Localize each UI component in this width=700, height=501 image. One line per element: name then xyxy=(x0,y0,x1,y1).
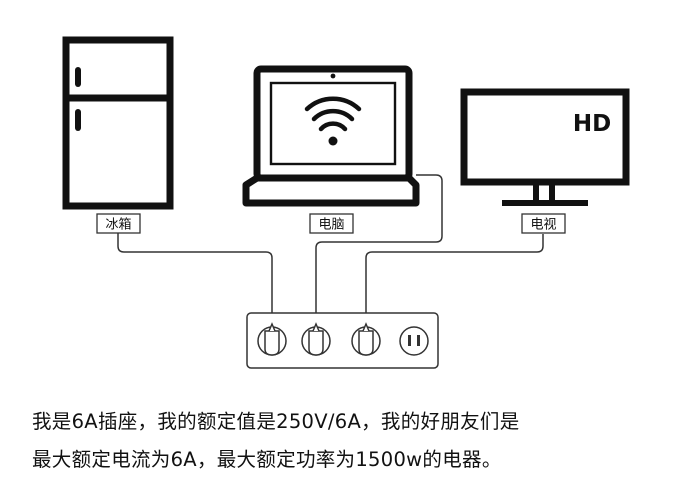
fridge-icon xyxy=(62,36,174,210)
tv-label: 电视 xyxy=(521,213,566,234)
tv-cable xyxy=(365,234,544,322)
laptop-label: 电脑 xyxy=(309,213,354,234)
plug-icon xyxy=(358,322,374,356)
fridge-label: 冰箱 xyxy=(96,213,141,234)
cables xyxy=(117,174,544,322)
fridge-cable xyxy=(117,232,273,322)
outlet-2 xyxy=(301,322,331,356)
laptop-icon xyxy=(242,65,420,207)
tv-hd-badge: HD xyxy=(573,111,611,137)
outlet-3 xyxy=(351,322,381,356)
laptop-label-text: 电脑 xyxy=(318,218,344,233)
plug-icon xyxy=(264,322,280,356)
power-strip-icon xyxy=(246,312,439,369)
caption-line-1: 我是6A插座，我的额定值是250V/6A，我的好朋友们是 xyxy=(32,410,520,433)
wifi-icon xyxy=(304,96,362,146)
socket-icon xyxy=(399,326,429,356)
tv-icon xyxy=(460,88,630,206)
plug-icon xyxy=(308,322,324,356)
fridge-label-text: 冰箱 xyxy=(105,217,131,233)
tv-label-text: 电视 xyxy=(530,218,556,233)
laptop-cable xyxy=(315,174,443,322)
appliance-diagram: 冰箱 电脑 HD 电视 xyxy=(62,36,630,369)
outlet-1 xyxy=(257,322,287,356)
caption-line-2: 最大额定电流为6A，最大额定功率为1500w的电器。 xyxy=(32,448,502,471)
